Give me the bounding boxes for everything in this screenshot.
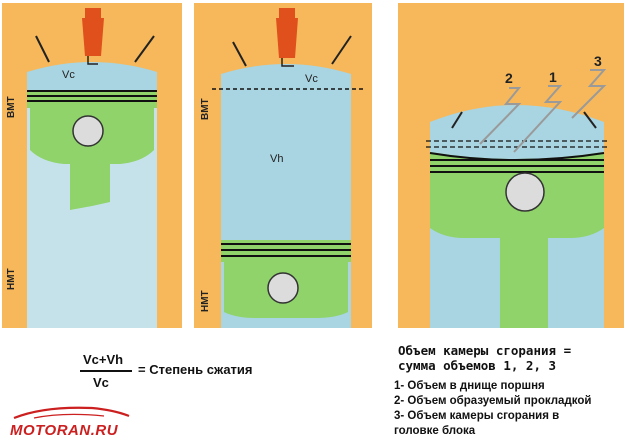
formula-fraction-bar: [80, 370, 132, 372]
piston-rings-3: [429, 152, 605, 178]
tdc-label-1: ВМТ: [6, 96, 17, 118]
motoran-logo: MOTORAN.RU: [10, 406, 130, 438]
piston-rings-1: [27, 90, 157, 108]
connecting-rod-3: [500, 238, 548, 328]
valve-left-2: [232, 41, 247, 67]
logo-text: MOTORAN.RU: [10, 422, 119, 438]
piston-pin-1: [72, 115, 104, 147]
legend-item-2: 2- Объем образуемый прокладкой: [394, 395, 592, 407]
valve-right-3: [583, 111, 597, 129]
vh-label: Vh: [270, 153, 283, 165]
panel-piston-tdc: ВМТ НМТ Vc: [2, 3, 182, 328]
valve-right-1: [134, 35, 155, 63]
panel-combustion-chamber: 2 1 3: [398, 3, 624, 328]
legend-item-3: 3- Объем камеры сгорания в: [394, 410, 560, 422]
formula-denominator: Vc: [93, 375, 109, 390]
callout-3: 3: [594, 53, 602, 69]
valve-left-1: [35, 35, 50, 63]
piston-rings-2: [221, 240, 351, 262]
formula-numerator: Vc+Vh: [83, 352, 124, 367]
vc-label-1: Vc: [62, 69, 75, 81]
callout-1: 1: [549, 69, 557, 85]
piston-pin-2: [267, 272, 299, 304]
panel-piston-bdc: ВМТ НМТ Vh Vc: [194, 3, 372, 328]
logo-swoosh-icon: [13, 406, 130, 420]
legend-item-1: 1- Объем в днище поршня: [394, 380, 545, 392]
chamber-title-line-2: сумма объемов 1, 2, 3: [398, 358, 557, 373]
bdc-label-1: НМТ: [6, 268, 17, 290]
bdc-label-2: НМТ: [200, 290, 211, 312]
piston-pin-3: [505, 172, 545, 212]
combustion-chamber-2: [221, 64, 351, 90]
vc-label-2: Vc: [305, 73, 318, 85]
valve-left-3: [451, 111, 463, 129]
valve-right-2: [331, 35, 352, 65]
chamber-title-line-1: Объем камеры сгорания =: [398, 343, 572, 358]
callout-lines: [479, 69, 607, 153]
piston-bowl-volume: [440, 150, 596, 156]
combustion-chamber-1: [27, 62, 157, 90]
callout-2: 2: [505, 70, 513, 86]
tdc-label-2: ВМТ: [200, 98, 211, 120]
legend-item-4: головке блока: [394, 425, 476, 437]
connecting-rod-1: [70, 164, 110, 210]
spark-plug-icon: [82, 8, 104, 65]
spark-plug-icon: [276, 8, 298, 67]
formula-result: = Степень сжатия: [138, 362, 253, 377]
